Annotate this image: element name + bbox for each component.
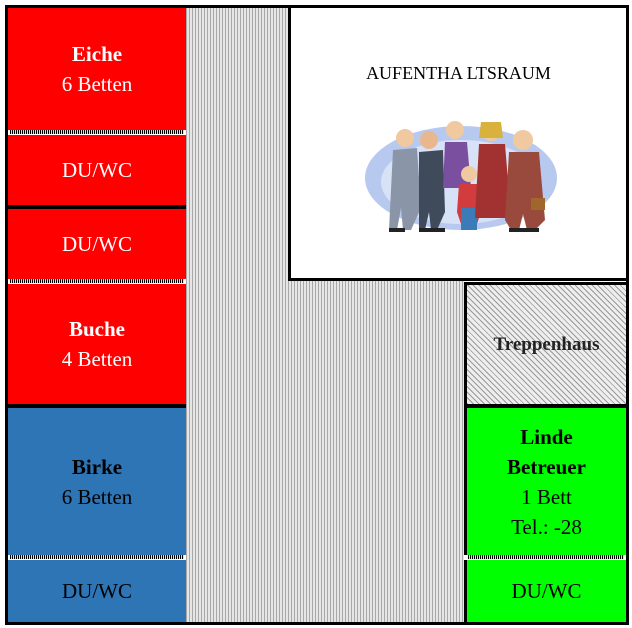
separator — [10, 555, 184, 559]
corridor-horizontal — [288, 281, 464, 622]
bathroom-linde: DU/WC — [464, 560, 626, 622]
room-eiche: Eiche 6 Betten — [8, 8, 186, 130]
room-birke: Birke 6 Betten — [8, 408, 186, 555]
wall — [8, 205, 186, 209]
bathroom-eiche: DU/WC — [8, 135, 186, 205]
room-buche-name: Buche — [68, 317, 125, 341]
room-linde-role: Betreuer — [507, 454, 586, 479]
room-linde-name: Linde — [520, 424, 573, 449]
bathroom-eiche-label: DU/WC — [62, 158, 132, 182]
room-birke-name: Birke — [71, 454, 123, 479]
room-linde-phone: Tel.: -28 — [511, 514, 582, 539]
bathroom-buche: DU/WC — [8, 209, 186, 279]
lounge-room: AUFENTHA LTSRAUM — [288, 8, 626, 281]
bathroom-birke-label: DU/WC — [62, 579, 132, 603]
room-buche-beds: 4 Betten — [61, 347, 133, 371]
separator — [10, 279, 184, 283]
corridor-vertical — [186, 8, 288, 622]
room-linde-beds: 1 Bett — [521, 484, 572, 509]
room-buche: Buche 4 Betten — [8, 284, 186, 404]
room-eiche-name: Eiche — [71, 42, 123, 66]
separator — [10, 130, 184, 134]
wall — [8, 404, 186, 408]
room-linde: Linde Betreuer 1 Bett Tel.: -28 — [464, 408, 626, 555]
room-birke-beds: 6 Betten — [61, 484, 133, 509]
stairwell-label: Treppenhaus — [493, 333, 600, 355]
lounge-title: AUFENTHA LTSRAUM — [366, 63, 551, 83]
bathroom-linde-label: DU/WC — [511, 579, 582, 603]
room-eiche-beds: 6 Betten — [61, 72, 133, 96]
group-of-people-image — [365, 121, 557, 232]
floor-plan — [5, 5, 629, 625]
stairwell: Treppenhaus — [464, 282, 626, 404]
bathroom-buche-label: DU/WC — [62, 232, 132, 256]
separator — [468, 555, 624, 559]
bathroom-birke: DU/WC — [8, 560, 186, 622]
wall — [464, 404, 626, 408]
